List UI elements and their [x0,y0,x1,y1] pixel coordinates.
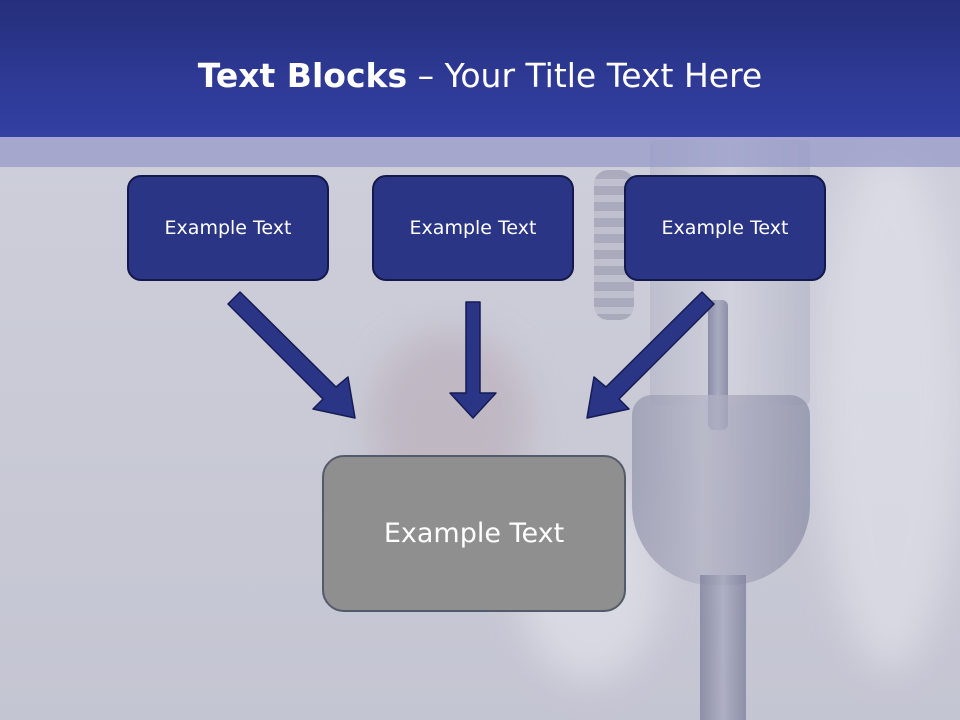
text-block-2-label: Example Text [409,217,537,239]
target-block-label: Example Text [383,518,565,549]
title-separator: – [407,56,445,95]
title-bar [0,0,960,137]
slide-title: Text Blocks – Your Title Text Here [0,56,960,96]
target-block[interactable]: Example Text [322,455,626,612]
title-bar-band [0,137,960,167]
text-block-1[interactable]: Example Text [127,175,329,281]
background-microphone-stem [700,575,746,720]
text-block-2[interactable]: Example Text [372,175,574,281]
arrow-middle [449,301,497,419]
text-block-3[interactable]: Example Text [624,175,826,281]
background-blur [820,150,960,670]
title-bold-part: Text Blocks [197,56,408,95]
arrow-left [227,291,356,419]
background-microphone-body [632,395,810,585]
title-rest: Your Title Text Here [444,56,763,95]
text-block-1-label: Example Text [164,217,292,239]
arrow-right [586,291,715,419]
text-block-3-label: Example Text [661,217,789,239]
